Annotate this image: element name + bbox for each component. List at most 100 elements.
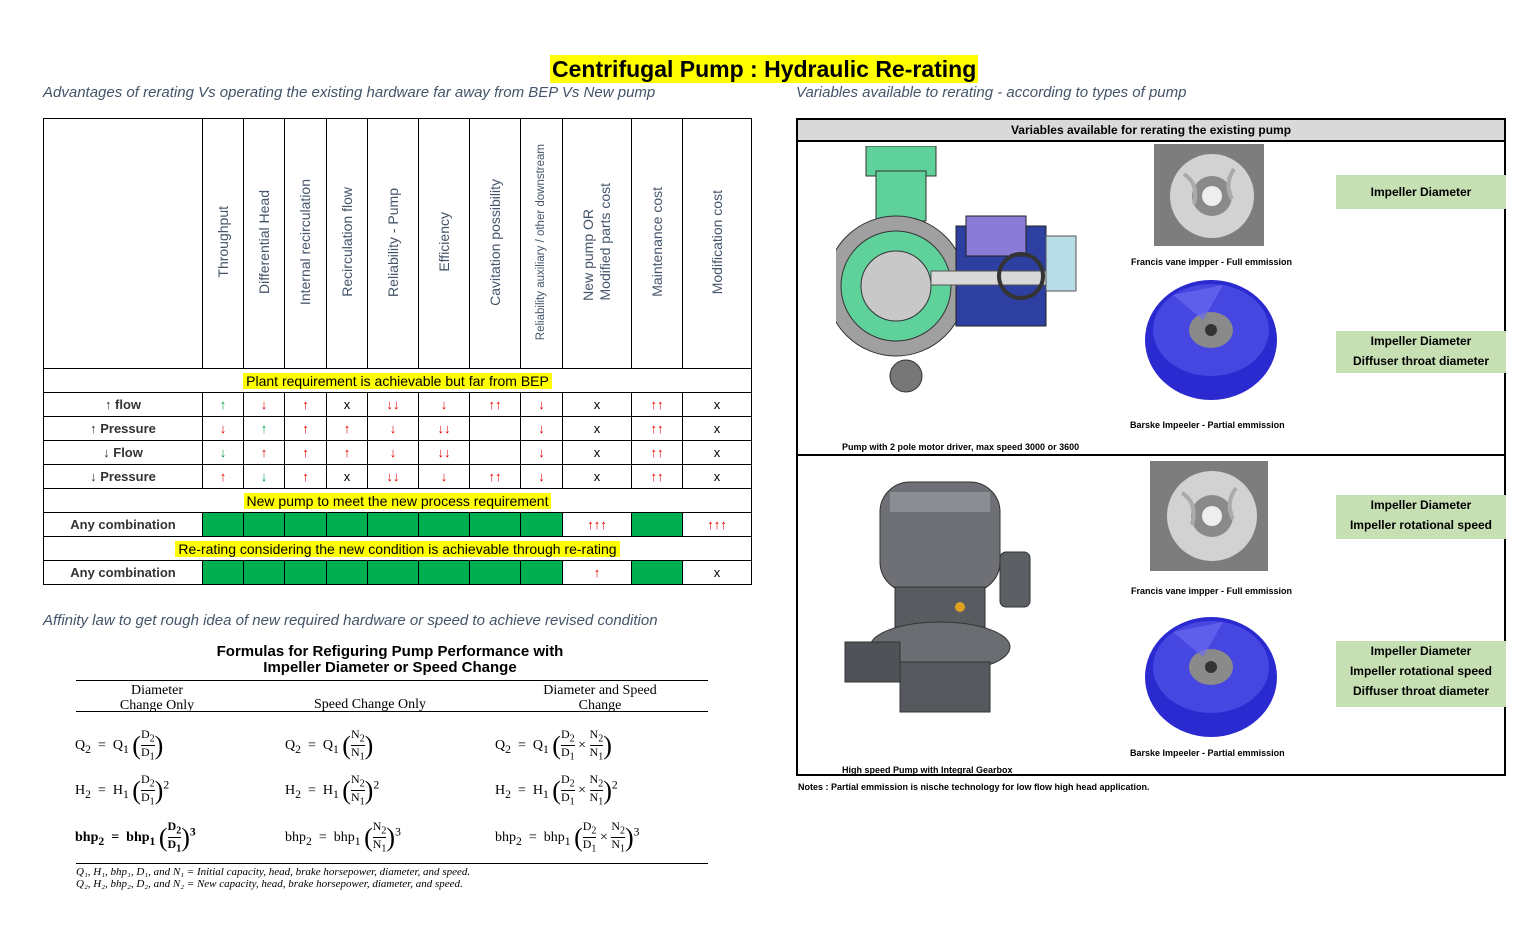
- table-cell: ↑: [284, 416, 327, 441]
- table-cell: ↑↑: [631, 392, 683, 417]
- barske-impeller-image: [1143, 612, 1279, 742]
- high-speed-pump-image: [840, 472, 1045, 727]
- panel-header: Variables available for rerating the exi…: [798, 120, 1504, 142]
- table-cell: ↓: [367, 416, 419, 441]
- formula-footnote-1: Q₁, H₁, bhp₁, D₁, and N₁ = Initial capac…: [76, 866, 471, 878]
- table-cell: x: [682, 440, 752, 465]
- new-pump-cost-cell: ↑↑↑: [562, 512, 632, 537]
- green-cell: [418, 560, 470, 585]
- col-speed-only: Speed Change Only: [314, 697, 426, 712]
- table-cell: x: [682, 464, 752, 489]
- col-reliability-pump: Reliability - Pump: [367, 118, 419, 369]
- col-reliability-aux: Reliability auxiliary / other downstream: [520, 118, 563, 369]
- table-row: ↑ flow↑↓↑x↓↓↓↑↑↓x↑↑x: [43, 392, 752, 417]
- table-cell: ↓: [520, 416, 563, 441]
- affinity-heading: Affinity law to get rough idea of new re…: [43, 612, 658, 629]
- pump-cutaway-image: [825, 145, 1081, 396]
- top-pump-caption: Pump with 2 pole motor driver, max speed…: [842, 442, 1080, 452]
- col-throughput: Throughput: [202, 118, 244, 369]
- rerating-variables-panel: Variables available for rerating the exi…: [796, 118, 1506, 776]
- table-cell: x: [562, 464, 632, 489]
- table-row: Any combination ↑↑↑ ↑↑↑: [43, 512, 752, 537]
- table-cell: ↑: [202, 464, 244, 489]
- col-maintenance-cost: Maintenance cost: [631, 118, 683, 369]
- panel-divider: [798, 454, 1504, 456]
- table-cell: ↑: [284, 392, 327, 417]
- green-cell: [326, 512, 368, 537]
- formula-footnote-2: Q₂, H₂, bhp₂, D₂, and N₂ = New capacity,…: [76, 878, 463, 890]
- bottom-pump-caption: High speed Pump with Integral Gearbox: [842, 765, 1013, 775]
- col-modification-cost: Modification cost: [682, 118, 752, 369]
- table-cell: ↓: [520, 464, 563, 489]
- table-cell: ↓: [202, 416, 244, 441]
- table-cell: ↑: [202, 392, 244, 417]
- table-cell: ↑: [243, 416, 285, 441]
- top-variables-1: Impeller Diameter: [1336, 175, 1506, 209]
- table-cell: ↓: [520, 392, 563, 417]
- table-row: ↑ Pressure↓↑↑↑↓↓↓↓x↑↑x: [43, 416, 752, 441]
- table-cell: ↓↓: [367, 392, 419, 417]
- green-cell: [469, 512, 521, 537]
- francis-impeller-image: [1154, 144, 1264, 246]
- table-cell: x: [682, 392, 752, 417]
- band-rerating: Re-rating considering the new condition …: [43, 536, 752, 561]
- table-cell: x: [562, 392, 632, 417]
- table-cell: ↓: [520, 440, 563, 465]
- notes: Notes : Partial emmission is nische tech…: [798, 782, 1150, 792]
- green-cell: [631, 560, 683, 585]
- francis-impeller-image: [1150, 461, 1268, 571]
- green-cell: [469, 560, 521, 585]
- new-pump-cost-cell: ↑: [562, 560, 632, 585]
- barske-caption: Barske Impeeler - Partial emmission: [1130, 748, 1285, 758]
- right-subtitle: Variables available to rerating - accord…: [796, 84, 1187, 101]
- barske-impeller-image: [1143, 275, 1279, 405]
- table-cell: ↓↓: [418, 440, 470, 465]
- green-cell: [202, 560, 244, 585]
- table-row: Any combination ↑ x: [43, 560, 752, 585]
- table-cell: ↓: [367, 440, 419, 465]
- green-cell: [520, 512, 563, 537]
- green-cell: [284, 560, 327, 585]
- table-cell: x: [682, 416, 752, 441]
- green-cell: [367, 512, 419, 537]
- col-cavitation: Cavitation possibility: [469, 118, 521, 369]
- table-cell: [469, 440, 521, 465]
- table-cell: x: [562, 416, 632, 441]
- left-subtitle: Advantages of rerating Vs operating the …: [43, 84, 656, 101]
- table-cell: ↓: [418, 392, 470, 417]
- green-cell: [520, 560, 563, 585]
- table-cell: ↑↑: [469, 464, 521, 489]
- table-cell: ↓: [202, 440, 244, 465]
- green-cell: [418, 512, 470, 537]
- affinity-formulas: Formulas for Refiguring Pump Performance…: [70, 640, 710, 896]
- table-cell: ↓↓: [367, 464, 419, 489]
- table-cell: ↑: [326, 440, 368, 465]
- modification-cost-cell: x: [682, 560, 752, 585]
- table-cell: ↓: [243, 464, 285, 489]
- table-cell: ↓: [418, 464, 470, 489]
- col-internal-recirculation: Internal recirculation: [284, 118, 327, 369]
- green-cell: [243, 560, 285, 585]
- francis-caption: Francis vane impper - Full emmission: [1131, 586, 1293, 596]
- table-cell: x: [326, 464, 368, 489]
- green-cell: [284, 512, 327, 537]
- green-cell: [202, 512, 244, 537]
- barske-caption: Barske Impeeler - Partial emmission: [1130, 420, 1285, 430]
- table-cell: ↑: [243, 440, 285, 465]
- table-cell: ↑↑: [469, 392, 521, 417]
- green-cell: [631, 512, 683, 537]
- col-new-pump: New pump ORModified parts cost: [562, 118, 632, 369]
- green-cell: [367, 560, 419, 585]
- table-row: ↓ Pressure↑↓↑x↓↓↓↑↑↓x↑↑x: [43, 464, 752, 489]
- col-efficiency: Efficiency: [418, 118, 470, 369]
